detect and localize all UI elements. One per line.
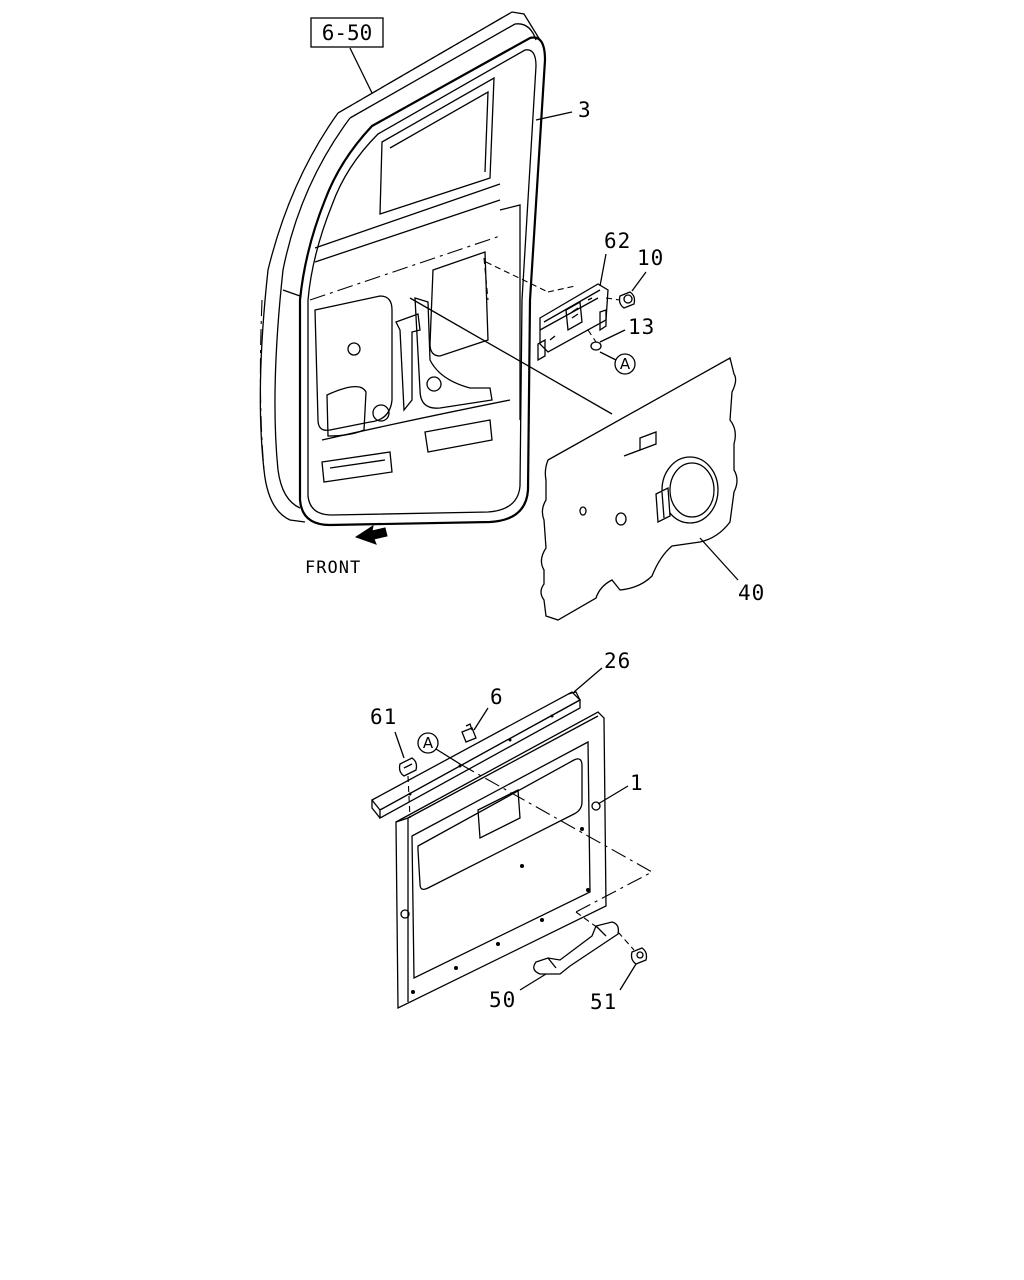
nut-part-13 <box>590 341 602 351</box>
part-label-6: 6 <box>490 685 504 709</box>
reference-box: 6-50 <box>310 17 384 94</box>
part-label-1: 1 <box>630 771 644 795</box>
clip-part-6 <box>461 723 477 743</box>
part-label-51: 51 <box>590 990 617 1014</box>
front-label: FRONT <box>305 558 361 578</box>
reference-box-label: 6-50 <box>322 21 373 45</box>
part-label-3: 3 <box>578 98 592 122</box>
screw-part-51 <box>630 947 648 965</box>
part-label-61: 61 <box>370 705 397 729</box>
ref-circle-a-lower-text: A <box>423 734 434 752</box>
part-label-10: 10 <box>637 246 664 270</box>
ref-circle-a-upper-text: A <box>620 355 631 373</box>
front-direction-arrow <box>354 524 388 545</box>
ref-circle-a-upper <box>614 353 636 375</box>
bolt-part-10 <box>618 291 636 309</box>
sealing-sheet-part-40 <box>540 357 738 621</box>
part-label-62: 62 <box>604 229 631 253</box>
part-label-26: 26 <box>604 649 631 673</box>
moulding-part-26 <box>371 691 582 820</box>
part-label-50: 50 <box>489 988 516 1012</box>
door-body <box>259 11 547 527</box>
part-label-40: 40 <box>738 581 765 605</box>
ref-circle-a-lower <box>417 732 439 754</box>
door-trim-panel-part-1 <box>395 711 607 1010</box>
grip-handle-part-50 <box>533 921 620 975</box>
part-label-13: 13 <box>628 315 655 339</box>
bracket-part-62 <box>537 283 609 362</box>
clip-part-61 <box>398 757 418 777</box>
